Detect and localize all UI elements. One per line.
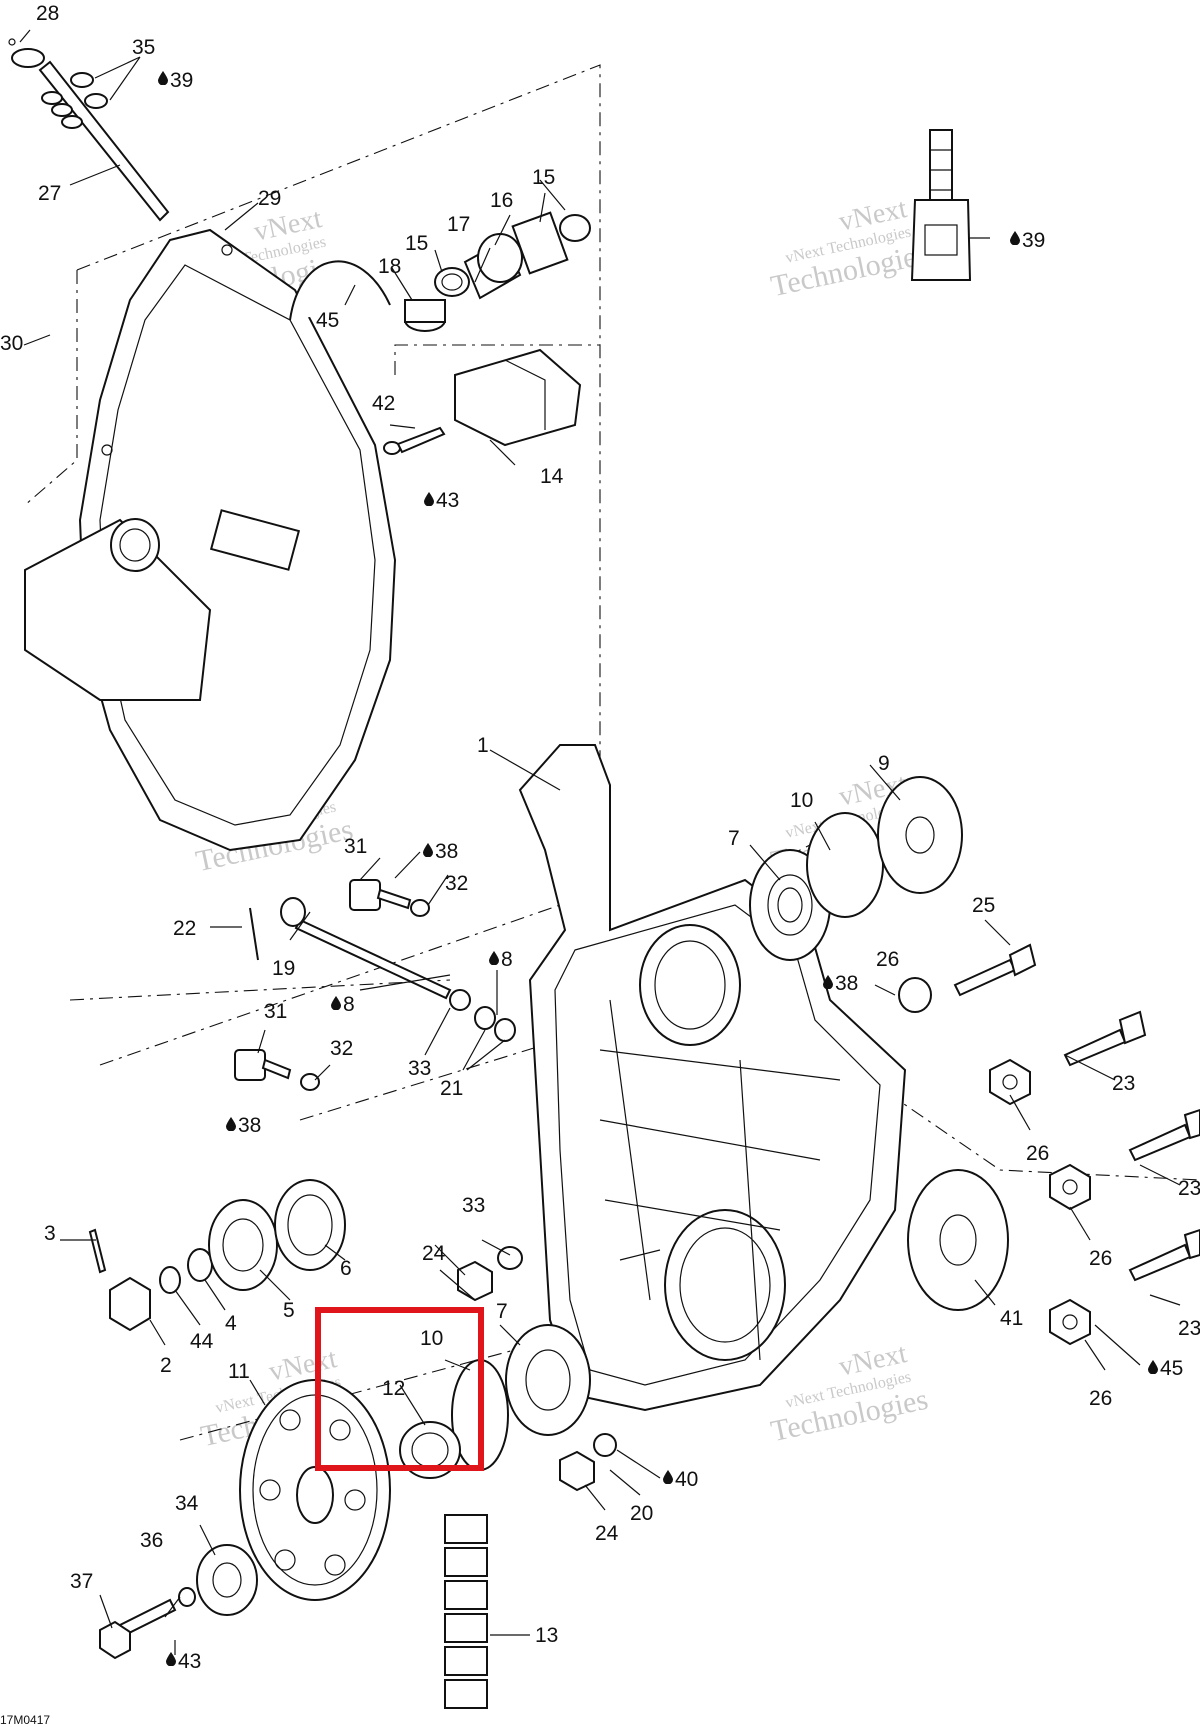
callout-26-d: 26 — [1089, 1387, 1112, 1410]
callout-39-top: 39 — [170, 69, 193, 92]
callout-39-bottle: 39 — [1022, 229, 1045, 252]
callout-40: 40 — [675, 1468, 698, 1491]
callout-31-a: 31 — [344, 835, 367, 858]
callout-15-b: 15 — [532, 166, 555, 189]
callout-45-right: 45 — [1160, 1357, 1183, 1380]
left-fasteners — [234, 879, 516, 1091]
oil-drop-icon — [489, 951, 499, 965]
oil-drop-icon — [423, 843, 433, 857]
callout-43-bottom: 43 — [178, 1650, 201, 1673]
oil-drop-icon — [1010, 231, 1020, 245]
bolts-right — [898, 943, 1200, 1346]
callout-9: 9 — [878, 752, 890, 775]
callout-34: 34 — [175, 1492, 199, 1515]
oil-drop-icon — [424, 492, 434, 506]
callout-31-b: 31 — [264, 1000, 287, 1023]
bearing-7-lower — [505, 1324, 591, 1436]
callout-13: 13 — [535, 1624, 558, 1647]
chain-13 — [444, 1514, 488, 1709]
callout-6: 6 — [340, 1257, 352, 1280]
oil-bottle — [910, 129, 972, 281]
callout-16: 16 — [490, 189, 513, 212]
spacer-12 — [399, 1421, 461, 1479]
callout-26-a: 26 — [876, 948, 899, 971]
dipstick — [8, 38, 170, 222]
callout-26-b: 26 — [1026, 1142, 1049, 1165]
callout-7-bottom: 7 — [496, 1300, 508, 1323]
callout-10-top: 10 — [790, 789, 813, 812]
callout-14: 14 — [540, 465, 564, 488]
o-rings-35 — [70, 72, 108, 109]
callout-21: 21 — [440, 1077, 463, 1100]
callout-18: 18 — [378, 255, 401, 278]
oil-drop-icon — [663, 1470, 673, 1484]
oil-drop-icon — [158, 71, 168, 85]
callout-23-b: 23 — [1178, 1177, 1200, 1200]
callout-20: 20 — [630, 1502, 653, 1525]
lower-left-parts — [88, 1179, 346, 1332]
callout-38-a: 38 — [435, 840, 458, 863]
callout-7-top: 7 — [728, 827, 740, 850]
figure-code: 17M0417 — [0, 1713, 50, 1727]
callout-26-c: 26 — [1089, 1247, 1112, 1270]
callout-27: 27 — [38, 182, 61, 205]
callout-5: 5 — [283, 1299, 295, 1322]
callout-36: 36 — [140, 1529, 163, 1552]
callout-23-a: 23 — [1112, 1072, 1135, 1095]
callout-17: 17 — [447, 213, 470, 236]
callout-8-b: 8 — [343, 993, 355, 1016]
callout-45-top: 45 — [316, 309, 339, 332]
callout-32-b: 32 — [330, 1037, 353, 1060]
washer-9 — [877, 776, 963, 894]
tensioner-assembly — [289, 211, 591, 455]
callout-24-a: 24 — [422, 1242, 446, 1265]
callout-2: 2 — [160, 1354, 172, 1377]
callout-25: 25 — [972, 894, 995, 917]
oil-drop-icon — [226, 1117, 236, 1131]
callout-43-top: 43 — [436, 489, 459, 512]
callout-42: 42 — [372, 392, 395, 415]
callout-35: 35 — [132, 36, 155, 59]
callout-10-bottom: 10 — [420, 1327, 443, 1350]
callout-29: 29 — [258, 187, 281, 210]
callout-44: 44 — [190, 1330, 214, 1353]
sprocket-11 — [239, 1379, 391, 1601]
callout-15-a: 15 — [405, 232, 428, 255]
callout-3: 3 — [44, 1222, 56, 1245]
chain-case-housing — [518, 744, 907, 1412]
callout-24-b: 24 — [595, 1522, 619, 1545]
lower-nuts-washers — [99, 1246, 617, 1660]
callout-30: 30 — [0, 332, 23, 355]
washer-41 — [907, 1169, 1009, 1311]
callout-33-a: 33 — [408, 1057, 431, 1080]
oil-drop-icon — [331, 996, 341, 1010]
oil-drop-icon — [1148, 1360, 1158, 1374]
callout-28: 28 — [36, 2, 59, 25]
callout-11: 11 — [228, 1360, 250, 1383]
callout-19: 19 — [272, 957, 295, 980]
callout-38-b: 38 — [238, 1114, 261, 1137]
callout-8-a: 8 — [501, 948, 513, 971]
callout-37: 37 — [70, 1570, 93, 1593]
callout-38-right: 38 — [835, 972, 858, 995]
chain-case-cover — [24, 228, 397, 852]
highlight-box — [315, 1307, 484, 1471]
callout-4: 4 — [225, 1312, 237, 1335]
callout-22: 22 — [173, 917, 196, 940]
leader-lines — [19, 29, 1181, 1655]
callout-32-a: 32 — [445, 872, 468, 895]
callout-1: 1 — [477, 734, 489, 757]
callout-23-c: 23 — [1178, 1317, 1200, 1340]
callout-12: 12 — [382, 1377, 405, 1400]
callout-33-b: 33 — [462, 1194, 485, 1217]
callout-41: 41 — [1000, 1307, 1023, 1330]
